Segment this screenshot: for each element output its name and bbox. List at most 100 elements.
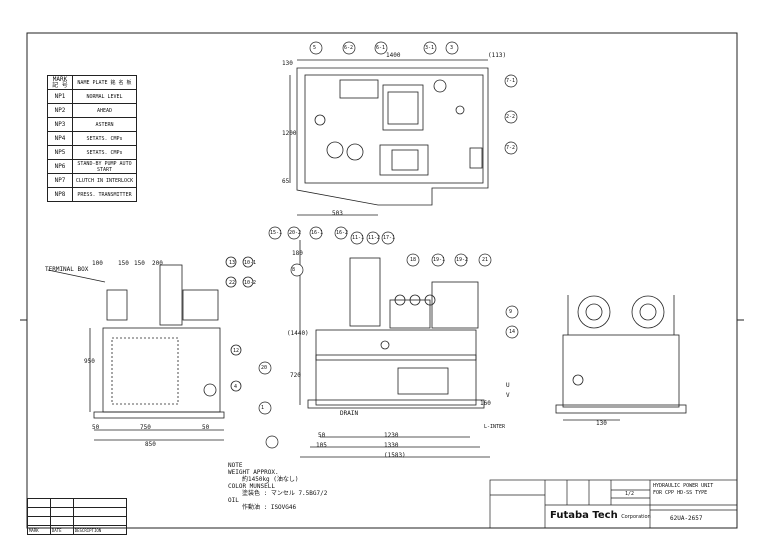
- callout-label: 6-2: [344, 45, 354, 51]
- dim-label: 50: [318, 432, 326, 439]
- notes-heading: NOTE: [228, 462, 243, 469]
- np-row-name: STAND-BY PUMP AUTO START: [72, 159, 137, 174]
- callout-label: 1: [261, 405, 265, 411]
- np-row-mark: NP1: [47, 89, 73, 104]
- front-view-callouts: [258, 226, 519, 449]
- company-sub: Corporation: [621, 514, 651, 520]
- callout-label: 16-1: [311, 230, 324, 236]
- dim-label: 150: [134, 260, 145, 267]
- rev-description-header: DESCRIPTION: [72, 525, 128, 535]
- scale-value: 1/2: [625, 491, 635, 497]
- np-row-mark: NP2: [47, 103, 73, 118]
- drawing-number: 62UA-2657: [670, 515, 703, 522]
- callout-label: 10-2: [244, 280, 257, 286]
- callout-label: 14: [509, 329, 516, 335]
- notes-line: 約1450kg (油なし): [242, 476, 299, 483]
- side-view: [47, 256, 254, 441]
- notes-line: OIL: [228, 497, 239, 504]
- callout-label: 22: [229, 280, 236, 286]
- callout-label: 12: [233, 348, 240, 354]
- np-row-name: AHEAD: [72, 103, 137, 118]
- callout-label: 15-1: [270, 230, 283, 236]
- notes-line: WEIGHT APPROX.: [228, 469, 279, 476]
- dim-label: 200: [152, 260, 163, 267]
- np-row-mark: NP4: [47, 131, 73, 146]
- callout-label: 3: [450, 45, 454, 51]
- callout-label: 7-2: [506, 145, 516, 151]
- dim-label: (113): [488, 52, 507, 59]
- v-label: V: [506, 392, 510, 399]
- dim-label: (1583): [384, 452, 406, 459]
- np-header-mark: MARK 記 号: [47, 75, 73, 90]
- notes-line: 塗装色 : マンセル 7.5BG7/2: [242, 490, 328, 497]
- callout-label: 19-2: [456, 257, 469, 263]
- dim-label: 105: [316, 442, 327, 449]
- front-view: [299, 240, 490, 458]
- dim-label: 750: [140, 424, 151, 431]
- inter-label: L-INTER: [484, 424, 506, 430]
- np-row-name: ASTERN: [72, 117, 137, 132]
- callout-label: 20: [261, 365, 268, 371]
- rev-date-header: DATE: [49, 525, 74, 535]
- notes-line: 作動油 : ISOVG46: [242, 504, 297, 511]
- callout-label: 10-1: [244, 260, 257, 266]
- np-row-mark: NP5: [47, 145, 73, 160]
- callout-label: 2-2: [506, 114, 516, 120]
- right-view: [555, 295, 687, 421]
- dim-label: 1400: [386, 52, 401, 59]
- top-view-callouts: [309, 41, 518, 155]
- callout-label: 11-2: [368, 235, 381, 241]
- dim-label: 850: [145, 441, 156, 448]
- callout-label: 4: [234, 384, 238, 390]
- dim-label: 50: [92, 424, 100, 431]
- np-row-name: CLUTCH IN INTERLOCK: [72, 173, 137, 188]
- dim-label: 150: [118, 260, 129, 267]
- u-label: U: [506, 382, 510, 389]
- dim-label: 720: [290, 372, 301, 379]
- company-name: Futaba Tech: [550, 510, 618, 521]
- terminal-box-label: TERMINAL BOX: [45, 266, 89, 273]
- company-logo: Futaba Tech Corporation: [550, 510, 651, 521]
- title-block-frame: [489, 479, 738, 529]
- dim-label: 130: [596, 420, 607, 427]
- np-row-mark: NP7: [47, 173, 73, 188]
- drawing-title: HYDRAULIC POWER UNIT: [653, 483, 714, 489]
- drawing-title-2: FOR CPP HD-SS TYPE: [653, 490, 708, 496]
- np-row-mark: NP8: [47, 187, 73, 202]
- dim-label: 503: [332, 210, 343, 217]
- dim-label: 100: [92, 260, 103, 267]
- callout-label: 11-1: [352, 235, 365, 241]
- np-row-name: SETATS. CMPs: [72, 131, 137, 146]
- callout-label: 17-1: [383, 235, 396, 241]
- dim-label: 1200: [282, 130, 297, 137]
- callout-label: 8: [292, 267, 296, 273]
- callout-label: 5: [313, 45, 317, 51]
- rev-mark-header: MARK: [27, 525, 51, 535]
- dim-label: 950: [84, 358, 95, 365]
- dim-label: 180: [292, 250, 303, 257]
- np-row-name: PRESS. TRANSMITTER: [72, 187, 137, 202]
- dim-label: 50: [202, 424, 210, 431]
- callout-label: 18: [410, 257, 417, 263]
- np-row-mark: NP3: [47, 117, 73, 132]
- revision-table: MARK DATE DESCRIPTION: [27, 498, 128, 535]
- callout-label: 19-1: [433, 257, 446, 263]
- callout-label: 16-2: [336, 230, 349, 236]
- dim-label: 130: [282, 60, 293, 67]
- dim-label: 1230: [384, 432, 399, 439]
- np-row-name: SETATS. CMPs: [72, 145, 137, 160]
- callout-label: 20-2: [289, 230, 302, 236]
- callout-label: 3-1: [425, 45, 435, 51]
- callout-label: 6-1: [376, 45, 386, 51]
- dim-label: 1330: [384, 442, 399, 449]
- np-header-name: NAME PLATE 銘 名 板: [72, 75, 137, 90]
- callout-label: 13: [229, 260, 236, 266]
- drain-label: DRAIN: [340, 410, 359, 417]
- dim-label: (1440): [287, 330, 309, 337]
- callout-label: 7-1: [506, 78, 516, 84]
- dim-label: 160: [480, 400, 491, 407]
- callout-label: 9: [509, 309, 513, 315]
- np-row-mark: NP6: [47, 159, 73, 174]
